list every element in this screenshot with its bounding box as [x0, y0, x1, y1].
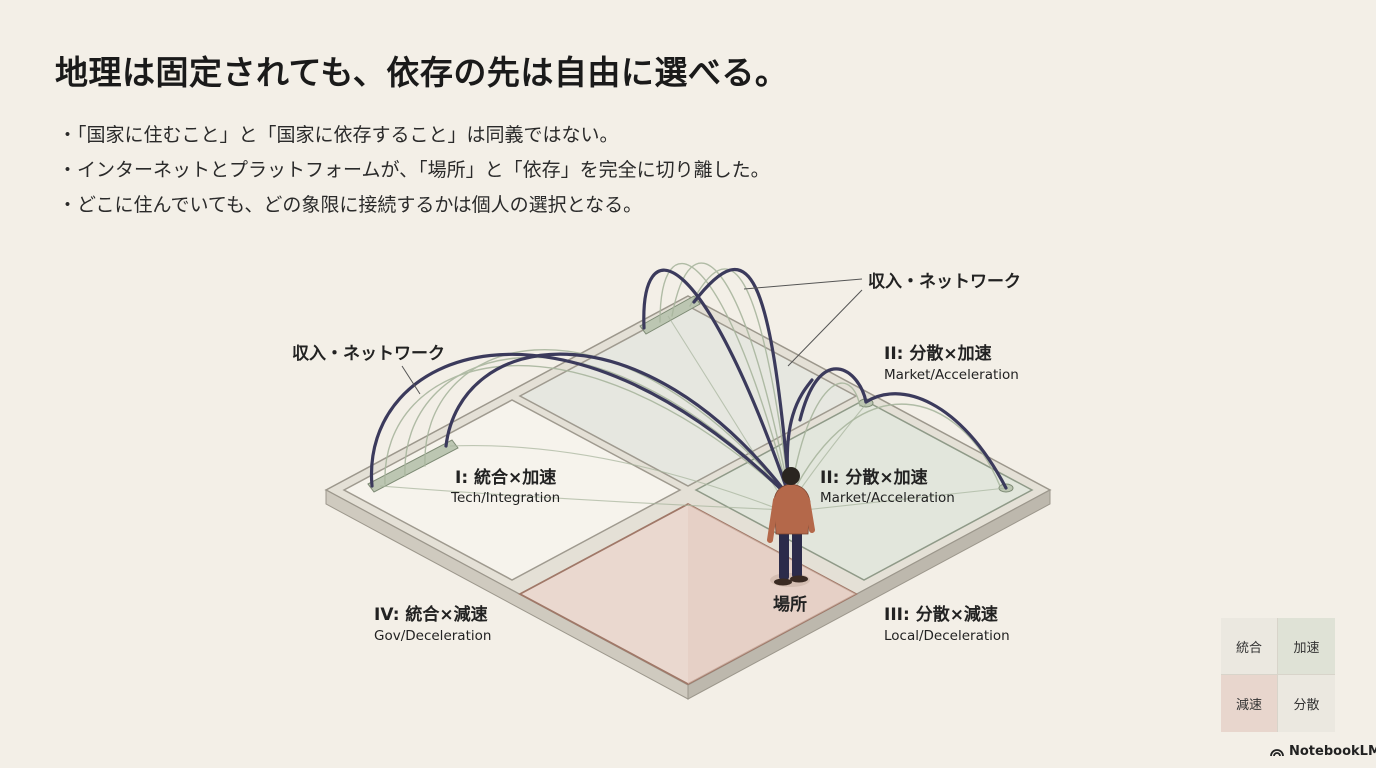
q4-title: IV: 統合×減速	[374, 604, 488, 625]
q1-subtitle: Tech/Integration	[450, 490, 560, 506]
bullet-item: どこに住んでいても、どの象限に接続するかは個人の選択となる。	[58, 188, 770, 223]
q3-subtitle: Local/Deceleration	[884, 628, 1010, 644]
page-title: 地理は固定されても、依存の先は自由に選べる。	[55, 53, 789, 92]
legend-top-right: 加速	[1278, 618, 1335, 675]
bullet-list: 「国家に住むこと」と「国家に依存すること」は同義ではない。 インターネットとプラ…	[58, 118, 770, 223]
q2-subtitle: Market/Acceleration	[820, 490, 955, 506]
notebooklm-logo-icon	[1270, 749, 1284, 757]
person-figure	[767, 467, 815, 587]
label-pointer	[787, 289, 863, 367]
place-label: 場所	[773, 595, 807, 615]
label-pointer	[743, 278, 863, 290]
q2-outer-subtitle: Market/Acceleration	[884, 367, 1019, 383]
q2-title: II: 分散×加速	[820, 467, 928, 488]
q1-title: I: 統合×加速	[455, 467, 556, 488]
quadrant-legend: 統合 加速 減速 分散	[1221, 618, 1335, 732]
q3-title: III: 分散×減速	[884, 604, 998, 625]
legend-bottom-right: 分散	[1278, 675, 1335, 732]
brand-watermark: NotebookLM	[1270, 744, 1376, 759]
q2-outer-title: II: 分散×加速	[884, 343, 992, 364]
tile-q1	[342, 399, 682, 581]
q4-subtitle: Gov/Deceleration	[374, 628, 491, 644]
arc-shadows	[379, 315, 1007, 513]
tile-place-shade	[688, 504, 856, 684]
bullet-item: 「国家に住むこと」と「国家に依存すること」は同義ではない。	[58, 118, 770, 153]
label-pointer	[401, 365, 421, 395]
brand-name: NotebookLM	[1289, 744, 1376, 759]
legend-bottom-left: 減速	[1221, 675, 1278, 732]
arc-label-left: 収入・ネットワーク	[292, 344, 445, 364]
network-arcs	[369, 262, 1008, 500]
arc-label-top: 収入・ネットワーク	[868, 272, 1021, 292]
bullet-item: インターネットとプラットフォームが、「場所」と「依存」を完全に切り離した。	[58, 153, 770, 188]
legend-top-left: 統合	[1221, 618, 1278, 675]
